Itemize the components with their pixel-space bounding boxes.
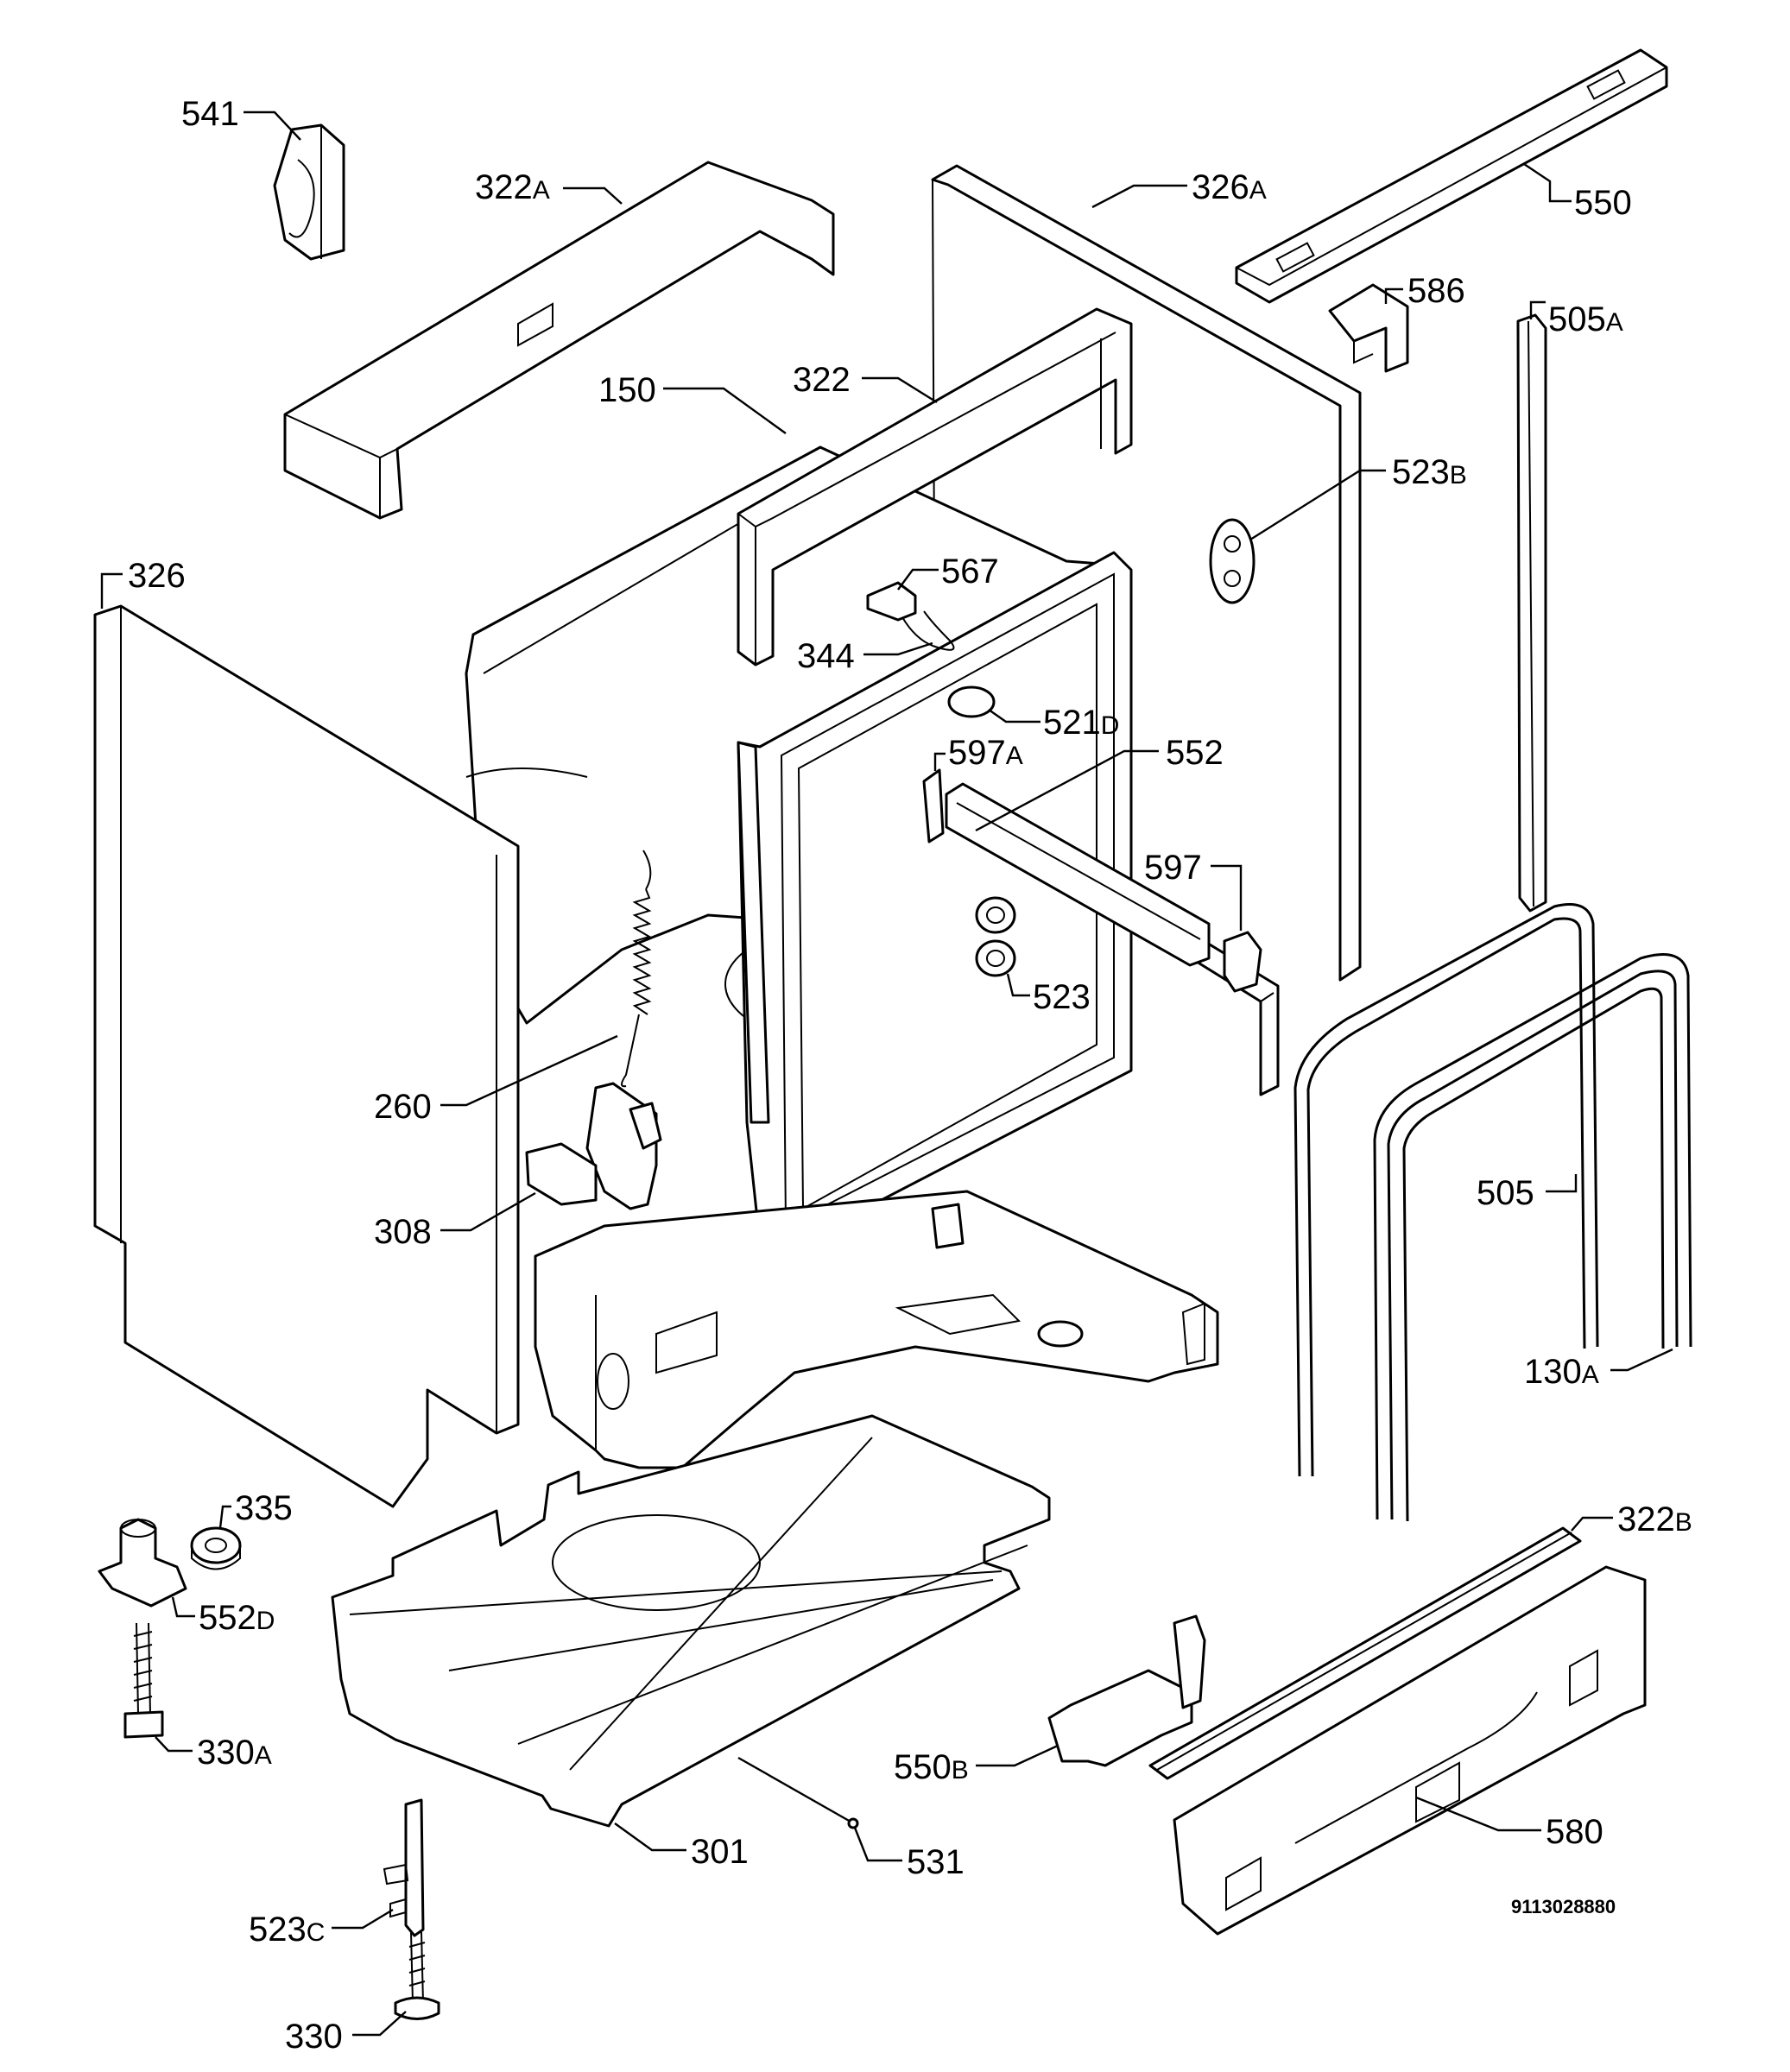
callout-label: 308 <box>374 1213 432 1251</box>
part-505A-seal-strip <box>1516 313 1547 913</box>
callout-label: 260 <box>374 1088 432 1126</box>
callout-label: 330A <box>197 1734 272 1772</box>
callout-label: 552D <box>199 1599 275 1637</box>
part-597-clip <box>1223 931 1262 993</box>
part-541-clip <box>273 123 345 261</box>
part-330A-screw <box>123 1622 164 1739</box>
part-521D-ring <box>947 685 996 718</box>
callout-label: 597 <box>1144 849 1202 887</box>
part-552-rail <box>945 782 1211 967</box>
part-523B-gasket <box>1209 518 1256 604</box>
callout-label: 567 <box>941 553 999 591</box>
part-523-grommet <box>975 896 1016 977</box>
part-308-hinge <box>525 1082 662 1210</box>
part-586-bracket <box>1328 283 1409 373</box>
callout-label: 130A <box>1524 1353 1599 1391</box>
part-322A-top-rail <box>283 161 835 520</box>
callout-label: 505A <box>1548 300 1623 338</box>
callout-labels: 541 322A 326A 550 586 505A 150 322 523B … <box>128 95 1692 2056</box>
callout-label: 521D <box>1043 704 1119 742</box>
callout-label: 523C <box>249 1911 325 1949</box>
part-326-side-panel <box>93 604 520 1508</box>
part-130A-seal <box>1373 953 1692 1522</box>
callout-label: 150 <box>598 371 656 409</box>
part-door-frame <box>737 551 1133 1254</box>
callout-label: 552 <box>1166 734 1224 772</box>
callout-label: 326 <box>128 557 186 595</box>
part-597A-clip <box>922 768 945 843</box>
callout-label: 322B <box>1617 1500 1692 1538</box>
part-531-rod-end <box>847 1817 859 1829</box>
callout-label: 550 <box>1574 184 1632 222</box>
document-number: 9113028880 <box>1511 1896 1616 1917</box>
part-550-strip <box>1235 48 1668 304</box>
callout-label: 523B <box>1392 453 1467 491</box>
callout-label: 586 <box>1407 272 1465 310</box>
callout-label: 344 <box>797 637 855 675</box>
callout-label: 597A <box>948 734 1023 772</box>
callout-label: 322 <box>793 361 851 399</box>
part-580-plinth <box>1173 1565 1647 1936</box>
part-260-spring <box>621 850 652 1088</box>
callout-label: 301 <box>691 1833 749 1871</box>
callout-label: 541 <box>181 95 239 133</box>
callout-label: 580 <box>1546 1813 1603 1851</box>
callout-label: 322A <box>475 168 550 206</box>
part-567-344-clip <box>866 581 955 651</box>
part-322B-rail <box>1148 1526 1582 1780</box>
callout-label: 505 <box>1477 1174 1534 1212</box>
callout-label: 523 <box>1033 978 1091 1016</box>
part-335-gear <box>190 1526 242 1570</box>
part-531-rod <box>737 1756 851 1823</box>
callout-label: 326A <box>1192 168 1267 206</box>
part-330-screw <box>394 1931 440 2020</box>
part-550B-bracket <box>1047 1614 1206 1767</box>
callout-label: 531 <box>907 1843 965 1881</box>
leader-lines <box>100 111 1673 2037</box>
part-322-front-frame <box>737 307 1133 666</box>
part-552D-motor <box>98 1518 187 1608</box>
part-base-frame <box>534 1190 1219 1469</box>
parts-drawing <box>93 48 1692 2020</box>
callout-label: 550B <box>894 1748 969 1786</box>
callout-label: 335 <box>235 1489 293 1527</box>
part-301-base-tray <box>331 1414 1051 1828</box>
part-505-door-seal <box>1293 903 1599 1477</box>
callout-label: 330 <box>285 2018 343 2056</box>
part-523C-hinge-bracket <box>383 1798 425 1937</box>
